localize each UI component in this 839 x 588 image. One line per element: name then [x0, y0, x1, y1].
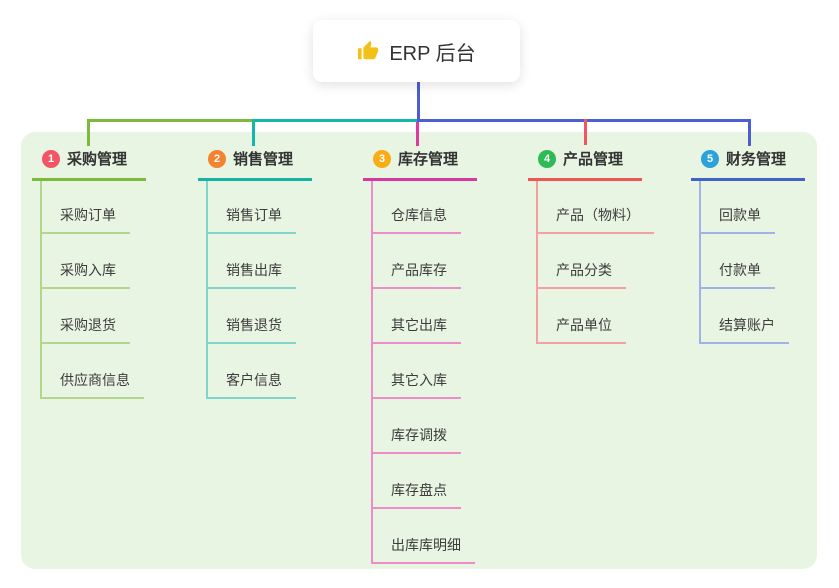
badge-2: 2 — [208, 149, 226, 168]
branch-finance-header[interactable]: 5 财务管理 — [691, 148, 805, 181]
badge-5: 5 — [701, 149, 719, 168]
node-outbound-detail[interactable]: 出库库明细 — [373, 509, 523, 564]
node-other-inbound[interactable]: 其它入库 — [373, 344, 523, 399]
node-stock-count[interactable]: 库存盘点 — [373, 454, 523, 509]
drop-line-finance — [748, 119, 751, 146]
branch-sales: 2 销售管理 销售订单 销售出库 销售退货 客户信息 — [198, 148, 358, 399]
drop-line-sales — [252, 119, 255, 146]
branch-finance-children: 回款单 付款单 结算账户 — [699, 181, 839, 344]
drop-line-purchase — [87, 119, 90, 146]
branch-inventory-title: 库存管理 — [398, 151, 459, 168]
branch-product: 4 产品管理 产品（物料） 产品分类 产品单位 — [528, 148, 688, 344]
branch-inventory-header[interactable]: 3 库存管理 — [363, 148, 477, 181]
root-connector-line — [417, 82, 420, 120]
badge-3: 3 — [373, 149, 391, 168]
node-supplier-info[interactable]: 供应商信息 — [42, 344, 192, 399]
root-node-erp[interactable]: ERP 后台 — [313, 20, 520, 82]
badge-1: 1 — [42, 149, 60, 168]
branches-panel — [21, 132, 817, 569]
branch-inventory-children: 仓库信息 产品库存 其它出库 其它入库 库存调拨 库存盘点 出库库明细 — [371, 181, 523, 564]
node-payment-voucher[interactable]: 付款单 — [701, 234, 839, 289]
root-node-label: ERP 后台 — [389, 42, 476, 65]
node-stock-transfer[interactable]: 库存调拨 — [373, 399, 523, 454]
node-sales-outbound[interactable]: 销售出库 — [208, 234, 358, 289]
branch-finance-title: 财务管理 — [726, 151, 787, 168]
node-receipt-voucher[interactable]: 回款单 — [701, 181, 839, 234]
branch-inventory: 3 库存管理 仓库信息 产品库存 其它出库 其它入库 库存调拨 库存盘点 出库库… — [363, 148, 523, 564]
node-product-unit[interactable]: 产品单位 — [538, 289, 688, 344]
node-purchase-return[interactable]: 采购退货 — [42, 289, 192, 344]
connector-horizontal-green — [87, 119, 254, 122]
connector-horizontal-teal — [252, 119, 417, 122]
node-other-outbound[interactable]: 其它出库 — [373, 289, 523, 344]
node-sales-return[interactable]: 销售退货 — [208, 289, 358, 344]
branch-sales-title: 销售管理 — [233, 151, 294, 168]
branch-purchase-children: 采购订单 采购入库 采购退货 供应商信息 — [40, 181, 192, 399]
branch-purchase: 1 采购管理 采购订单 采购入库 采购退货 供应商信息 — [32, 148, 192, 399]
branch-sales-children: 销售订单 销售出库 销售退货 客户信息 — [206, 181, 358, 399]
drop-line-inventory — [416, 122, 419, 146]
node-sales-order[interactable]: 销售订单 — [208, 181, 358, 234]
node-purchase-order[interactable]: 采购订单 — [42, 181, 192, 234]
node-purchase-inbound[interactable]: 采购入库 — [42, 234, 192, 289]
branch-purchase-title: 采购管理 — [67, 151, 128, 168]
node-customer-info[interactable]: 客户信息 — [208, 344, 358, 399]
node-product-stock[interactable]: 产品库存 — [373, 234, 523, 289]
node-product-material[interactable]: 产品（物料） — [538, 181, 688, 234]
branch-product-title: 产品管理 — [563, 151, 624, 168]
drop-line-product — [584, 119, 587, 145]
branch-product-header[interactable]: 4 产品管理 — [528, 148, 642, 181]
branch-product-children: 产品（物料） 产品分类 产品单位 — [536, 181, 688, 344]
thumbs-up-icon — [358, 40, 379, 60]
node-product-category[interactable]: 产品分类 — [538, 234, 688, 289]
branch-finance: 5 财务管理 回款单 付款单 结算账户 — [691, 148, 839, 344]
node-settlement-account[interactable]: 结算账户 — [701, 289, 839, 344]
node-warehouse-info[interactable]: 仓库信息 — [373, 181, 523, 234]
branch-sales-header[interactable]: 2 销售管理 — [198, 148, 312, 181]
branch-purchase-header[interactable]: 1 采购管理 — [32, 148, 146, 181]
badge-4: 4 — [538, 149, 556, 168]
